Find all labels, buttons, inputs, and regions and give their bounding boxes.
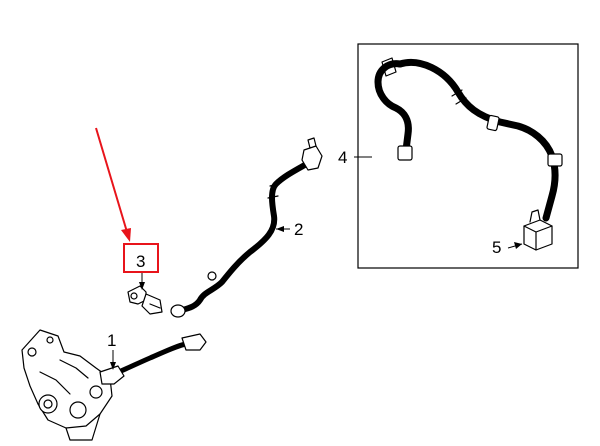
callout-3: 3 (136, 252, 145, 271)
leader-2-arrowhead (276, 226, 284, 232)
harness-2 (170, 137, 323, 318)
valve-5 (523, 209, 553, 251)
highlight-arrow (95, 127, 128, 233)
pump-assembly-1 (21, 329, 207, 441)
callout-2: 2 (294, 220, 303, 239)
callout-4: 4 (338, 148, 347, 167)
hose-assembly-4 (374, 57, 563, 222)
leader-3-arrowhead (139, 282, 145, 290)
highlight-box (123, 243, 159, 273)
callout-5: 5 (492, 238, 501, 257)
callout-1: 1 (107, 331, 116, 350)
highlight-arrowhead (121, 228, 131, 242)
sensor-3 (127, 285, 163, 315)
leader-1-arrowhead (110, 362, 116, 370)
leader-5-arrowhead (514, 242, 522, 249)
detail-inset-frame (357, 43, 579, 269)
